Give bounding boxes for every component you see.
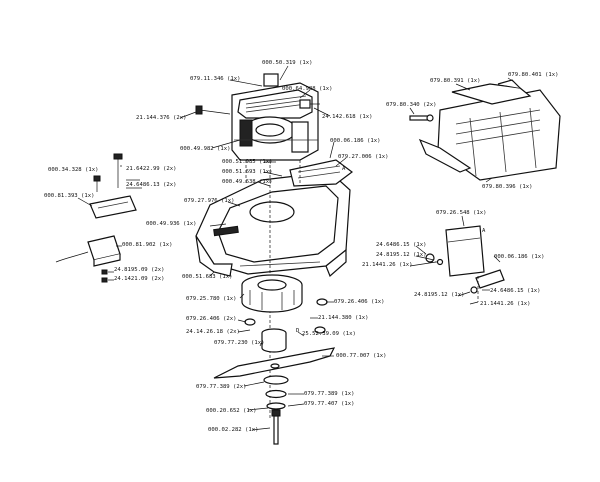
part-label: 000.51.985 (1x) bbox=[222, 159, 273, 165]
part-label: 24.6486.13 (2x) bbox=[126, 182, 177, 188]
part-label: 000.64.988 (1x) bbox=[282, 86, 333, 92]
part-label: 000.34.328 (1x) bbox=[48, 167, 99, 173]
part-label: 21.1441.26 (1x) bbox=[362, 262, 413, 268]
bracket-part bbox=[89, 195, 137, 219]
part-label: 24.1421.09 (2x) bbox=[114, 276, 165, 282]
part-label: 079.77.389 (2x) bbox=[196, 384, 247, 390]
part-label: 079.80.391 (1x) bbox=[430, 78, 481, 84]
small-fasteners bbox=[101, 269, 108, 283]
part-label: 079.77.407 (1x) bbox=[304, 401, 355, 407]
part-label: 24.8195.09 (2x) bbox=[114, 267, 165, 273]
part-label: 24.6486.15 (1x) bbox=[376, 242, 427, 248]
part-label: 21.144.380 (1x) bbox=[318, 315, 369, 321]
part-label: 24.14.26.18 (2x) bbox=[186, 329, 240, 335]
blade-bolt bbox=[271, 409, 281, 445]
part-label: 079.80.396 (1x) bbox=[482, 184, 533, 190]
part-label: 079.27.006 (1x) bbox=[338, 154, 389, 160]
part-label: 25.52.39.09 (1x) bbox=[302, 331, 356, 337]
rear-flap-part bbox=[289, 159, 353, 187]
part-label: 000.77.007 (1x) bbox=[336, 353, 387, 359]
part-label: 000.06.186 (1x) bbox=[330, 138, 381, 144]
part-label: 079.25.780 (1x) bbox=[186, 296, 237, 302]
mower-deck bbox=[195, 171, 351, 278]
blade-washers bbox=[263, 375, 289, 410]
part-label: 000.81.902 (1x) bbox=[122, 242, 173, 248]
part-label: 21.1441.26 (1x) bbox=[480, 301, 531, 307]
reference-letter: A bbox=[342, 166, 346, 172]
part-label: 24.8195.12 (1x) bbox=[376, 252, 427, 258]
part-label: 000.06.186 (1x) bbox=[494, 254, 545, 260]
part-label: 000.20.652 (1x) bbox=[206, 408, 257, 414]
part-label: 24.142.618 (1x) bbox=[322, 114, 373, 120]
part-label: 000.51.683 (1x) bbox=[182, 274, 233, 280]
reference-letter: A bbox=[482, 228, 486, 234]
blade-adapter bbox=[261, 328, 287, 353]
leader-lines bbox=[77, 65, 515, 431]
switch-box bbox=[55, 235, 121, 267]
part-label: 000.02.282 (1x) bbox=[208, 427, 259, 433]
part-label: 079.80.401 (1x) bbox=[508, 72, 559, 78]
engine-bolt bbox=[195, 105, 231, 115]
part-label: 000.49.638 (1x) bbox=[222, 179, 273, 185]
grass-bag bbox=[418, 79, 561, 181]
part-label: 000.49.982 (1x) bbox=[180, 146, 231, 152]
part-label: 079.26.548 (1x) bbox=[436, 210, 487, 216]
reference-letter: D bbox=[296, 328, 300, 334]
part-label: 24.8195.12 (1x) bbox=[414, 292, 465, 298]
part-label: 079.27.976 (1x) bbox=[184, 198, 235, 204]
bag-pin bbox=[409, 114, 434, 122]
part-label: 079.11.346 (1x) bbox=[190, 76, 241, 82]
part-label: 079.26.406 (1x) bbox=[334, 299, 385, 305]
mower-blade bbox=[213, 347, 336, 379]
part-label: 079.77.389 (1x) bbox=[304, 391, 355, 397]
fan-housing bbox=[241, 274, 303, 313]
screw-short bbox=[93, 175, 101, 192]
part-label: 21.144.376 (2x) bbox=[136, 115, 187, 121]
part-label: 079.26.406 (2x) bbox=[186, 316, 237, 322]
part-label: 000.49.936 (1x) bbox=[146, 221, 197, 227]
part-label: 079.80.340 (2x) bbox=[386, 102, 437, 108]
side-plate-fasteners bbox=[425, 253, 505, 294]
screw-tall bbox=[113, 153, 123, 188]
part-label: 000.81.393 (1x) bbox=[44, 193, 95, 199]
part-label: 079.77.230 (1x) bbox=[214, 340, 265, 346]
part-label: 000.51.693 (1x) bbox=[222, 169, 273, 175]
engine bbox=[231, 73, 319, 161]
side-washers bbox=[244, 298, 328, 334]
part-label: 000.50.319 (1x) bbox=[262, 60, 313, 66]
part-labels: 000.50.319 (1x) 079.11.346 (1x) 000.64.9… bbox=[44, 60, 559, 433]
spark-plug-part bbox=[299, 99, 320, 109]
part-label: 24.6486.15 (1x) bbox=[490, 288, 541, 294]
part-label: 21.6422.99 (2x) bbox=[126, 166, 177, 172]
side-plate bbox=[445, 225, 485, 277]
